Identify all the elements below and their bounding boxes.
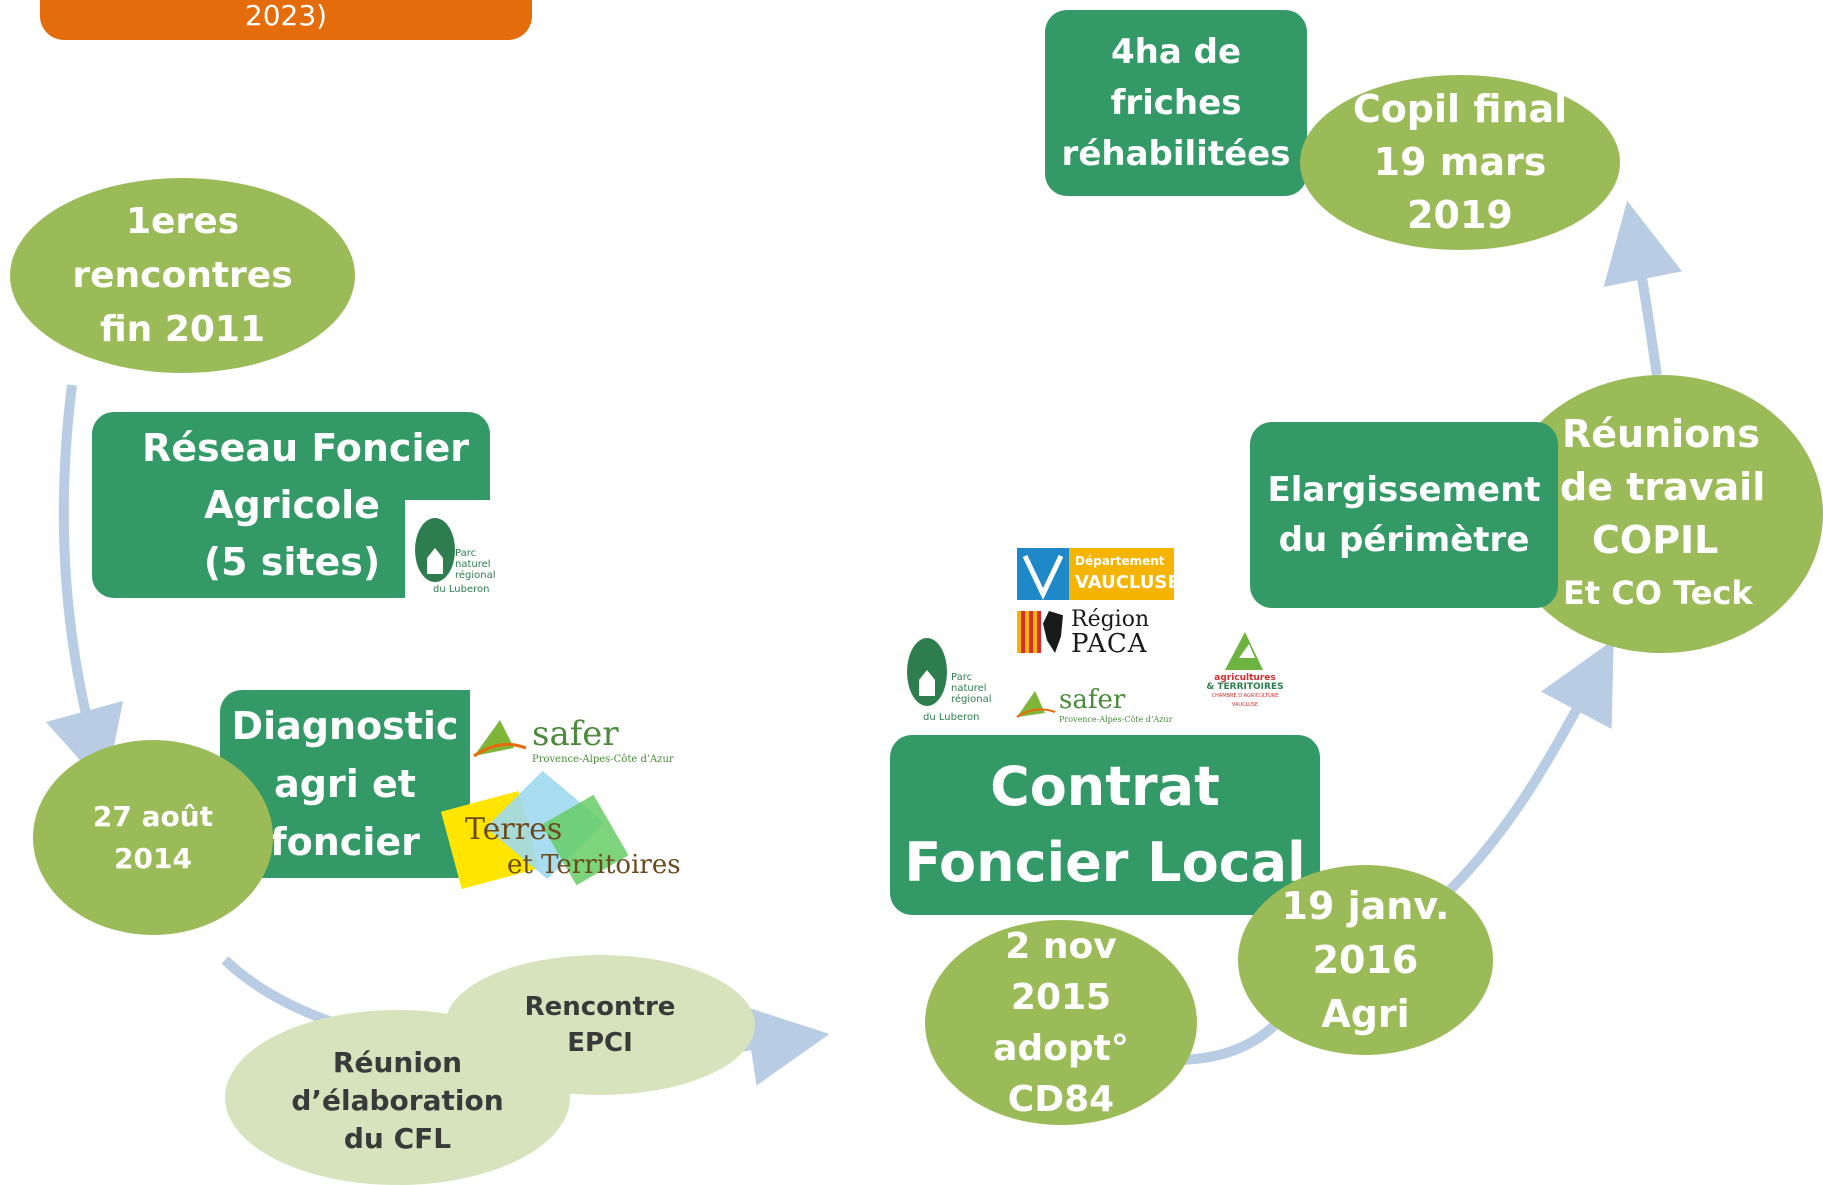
parc-logo-icon: [907, 638, 947, 706]
node-janv-2016-line: 2016: [1312, 938, 1419, 982]
node-reunion-elaboration-line: Réunion: [332, 1046, 463, 1079]
agricultures-logo-icon: [1225, 632, 1263, 670]
agricultures-logo-line: & TERRITOIRES: [1206, 682, 1284, 692]
parc-logo-text: régional: [951, 694, 992, 705]
safer-logo-icon: [473, 720, 527, 758]
node-reunion-elaboration: Réunion d’élaboration du CFL: [225, 1010, 570, 1185]
node-rencontre-epci-line: EPCI: [567, 1028, 633, 1058]
node-date-2014: 27 août 2014: [33, 740, 273, 935]
node-reseau-foncier-line: Agricole: [204, 482, 380, 527]
node-contrat-line: Contrat: [990, 755, 1220, 818]
node-rencontre-epci-line: Rencontre: [524, 992, 676, 1022]
safer-logo-name: safer: [532, 714, 619, 754]
node-janv-2016-line: 19 janv.: [1281, 884, 1450, 928]
agricultures-logo-line: VAUCLUSE: [1231, 702, 1259, 708]
safer-logo-small: safer Provence-Alpes-Côte d’Azur: [1015, 685, 1175, 725]
arrow-2011-to-2014: [45, 384, 124, 789]
region-paca-logo: Région PACA: [1017, 607, 1192, 659]
node-reunion-elaboration-line: d’élaboration: [291, 1084, 504, 1117]
vaucluse-logo-line1: Département: [1075, 554, 1165, 568]
parc-logo-text: du Luberon: [433, 584, 490, 595]
node-adopt-2015-line: 2 nov: [1005, 925, 1117, 967]
node-diagnostic-line: Diagnostic: [231, 704, 459, 748]
parc-logo-text: naturel: [951, 683, 987, 694]
node-adopt-2015-line: 2015: [1010, 976, 1112, 1018]
terres-territoires-logo: Terres et Territoires: [441, 770, 695, 895]
top-banner: 2023): [40, 0, 532, 40]
node-janv-2016-line: Agri: [1321, 992, 1410, 1036]
agricultures-logo-line: agricultures: [1214, 673, 1276, 683]
node-reunions-copil-line: de travail: [1560, 465, 1766, 509]
terres-logo-line1: Terres: [465, 812, 563, 847]
parc-logo-text: Parc: [455, 548, 477, 559]
parc-logo-text: du Luberon: [923, 712, 980, 723]
arrow-copil-to-final: [1603, 200, 1683, 376]
node-first-meetings-line: fin 2011: [99, 308, 266, 350]
agricultures-logo-line: CHAMBRE D’AGRICULTURE: [1211, 693, 1279, 699]
node-reunions-copil-line: Réunions: [1562, 412, 1760, 456]
node-friches: 4ha de friches réhabilitées: [1045, 10, 1307, 196]
node-reseau-foncier: Réseau Foncier Agricole (5 sites): [92, 412, 490, 598]
node-adopt-2015-line: CD84: [1007, 1078, 1115, 1120]
node-copil-final-line: Copil final: [1352, 87, 1568, 131]
parc-logo-text: Parc: [951, 672, 973, 683]
node-diagnostic: Diagnostic agri et foncier: [220, 690, 470, 878]
node-contrat: Contrat Foncier Local: [890, 735, 1320, 915]
parc-logo-icon: [415, 518, 455, 582]
safer-logo-sub: Provence-Alpes-Côte d’Azur: [532, 754, 674, 765]
node-janv-2016: 19 janv. 2016 Agri: [1238, 865, 1493, 1055]
node-first-meetings: 1eres rencontres fin 2011: [10, 178, 355, 373]
safer-logo-small-name: safer: [1059, 685, 1126, 715]
top-banner-text: 2023): [244, 0, 328, 32]
vaucluse-v-icon: [1022, 554, 1064, 600]
agricultures-territoires-logo: agricultures & TERRITOIRES CHAMBRE D’AGR…: [1205, 630, 1285, 712]
safer-logo-icon: [1016, 691, 1056, 718]
node-copil-final-line: 19 mars: [1373, 140, 1547, 184]
region-paca-line2: PACA: [1071, 629, 1148, 659]
node-copil-final-line: 2019: [1407, 193, 1513, 237]
node-reseau-foncier-line: (5 sites): [203, 539, 381, 584]
safer-logo-small-sub: Provence-Alpes-Côte d’Azur: [1059, 715, 1173, 724]
node-friches-line: 4ha de: [1110, 31, 1242, 72]
node-diagnostic-line: foncier: [270, 820, 420, 864]
node-reunion-elaboration-line: du CFL: [343, 1122, 452, 1155]
parc-luberon-logo-2: Parc naturel régional du Luberon: [905, 630, 992, 725]
node-date-2014-line: 27 août: [92, 799, 214, 833]
parc-luberon-logo: Parc naturel régional du Luberon: [405, 500, 496, 598]
node-date-2014-line: 2014: [114, 841, 192, 875]
node-friches-line: réhabilitées: [1061, 133, 1291, 174]
node-elargissement-line: Elargissement: [1267, 470, 1541, 510]
safer-logo: safer Provence-Alpes-Côte d’Azur: [470, 708, 690, 768]
vaucluse-logo: Département VAUCLUSE: [1017, 548, 1180, 600]
terres-logo-line2: et Territoires: [507, 850, 681, 880]
region-paca-line1: Région: [1071, 607, 1150, 632]
node-adopt-2015: 2 nov 2015 adopt° CD84: [925, 920, 1197, 1125]
arrow-2016-to-copil: [1446, 639, 1614, 894]
node-adopt-2015-line: adopt°: [993, 1027, 1129, 1069]
node-reunions-copil-line: Et CO Teck: [1563, 574, 1753, 612]
parc-logo-text: naturel: [455, 559, 491, 570]
node-contrat-line: Foncier Local: [904, 831, 1306, 894]
node-copil-final: Copil final 19 mars 2019: [1300, 75, 1620, 250]
node-elargissement-line: du périmètre: [1278, 520, 1530, 560]
node-reseau-foncier-line: Réseau Foncier: [142, 425, 469, 470]
node-elargissement: Elargissement du périmètre: [1250, 422, 1558, 608]
node-reunions-copil-line: COPIL: [1592, 518, 1719, 562]
parc-logo-text: régional: [455, 570, 496, 581]
node-diagnostic-line: agri et: [274, 762, 416, 806]
node-first-meetings-line: 1eres: [125, 200, 240, 242]
vaucluse-logo-line2: VAUCLUSE: [1075, 572, 1180, 593]
node-first-meetings-line: rencontres: [72, 254, 293, 296]
node-friches-line: friches: [1110, 82, 1242, 123]
